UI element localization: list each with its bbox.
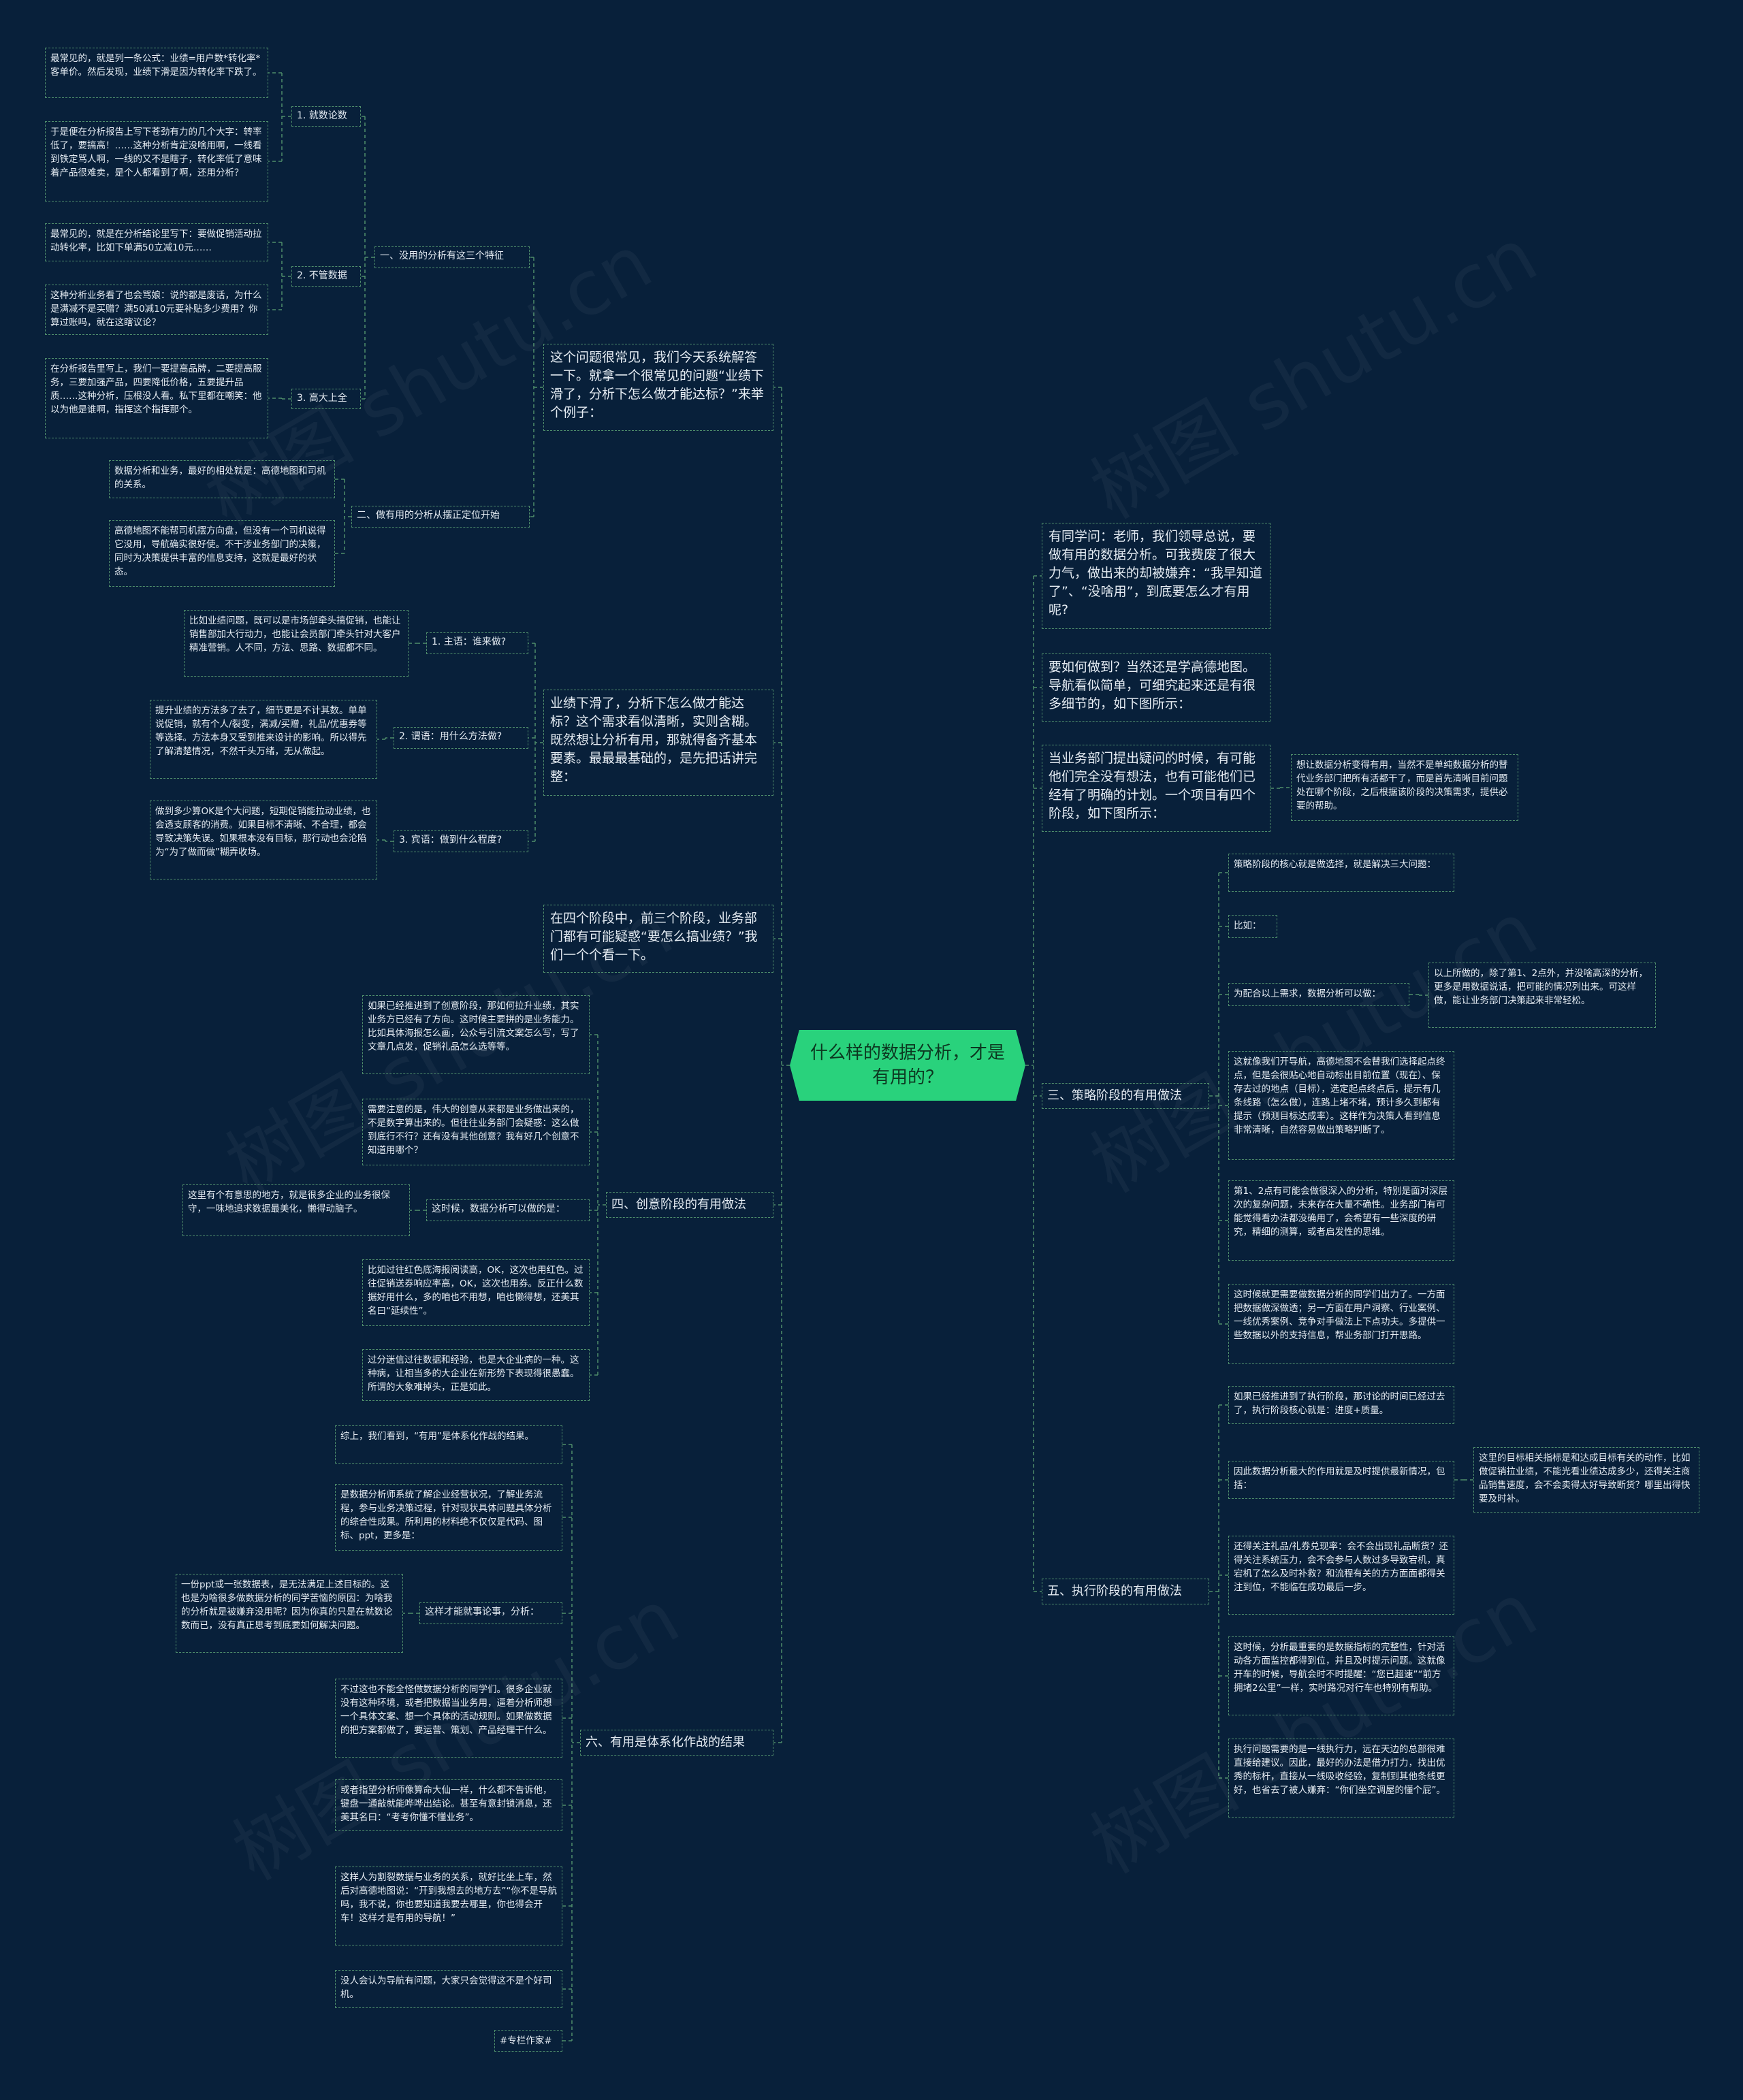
leaf-note: 一份ppt或一张数据表，是无法满足上述目标的。这也是为啥很多做数据分析的同学苦恼… bbox=[176, 1574, 403, 1653]
leaf-note: 这种分析业务看了也会骂娘：说的都是废话，为什么是满减不是买赠？满50减10元要补… bbox=[45, 285, 268, 335]
leaf-note: 不过这也不能全怪做数据分析的同学们。很多企业就没有这种环境，或者把数据当业务用，… bbox=[335, 1679, 562, 1758]
leaf-note: 在分析报告里写上，我们一要提高品牌，二要提高服务，三要加强产品，四要降低价格，五… bbox=[45, 358, 268, 438]
hashtag-label: #专栏作家# bbox=[494, 2030, 562, 2052]
leaf-note: 还得关注礼品/礼券兑现率：会不会出现礼品断货？还得关注系统压力，会不会参与人数过… bbox=[1228, 1536, 1454, 1615]
leaf-note: 于是便在分析报告上写下苍劲有力的几个大字：转率低了，要搞高！……这种分析肯定没啥… bbox=[45, 121, 268, 201]
leaf-note: 提升业绩的方法多了去了，细节更是不计其数。单单说促销，就有个人/裂变，满减/买赠… bbox=[150, 700, 377, 779]
leaf-note: 如果已经推进到了创意阶段，那如何拉升业绩，其实业务方已经有了方向。这时候主要拼的… bbox=[362, 995, 590, 1074]
leaf-note: 想让数据分析变得有用，当然不是单纯数据分析的替代业务部门把所有活都干了，而是首先… bbox=[1291, 754, 1518, 821]
leaf-note: 需要注意的是，伟大的创意从来都是业务做出来的，不是数字算出来的。但往往业务部门会… bbox=[362, 1099, 590, 1165]
leaf-note: 是数据分析师系统了解企业经营状况，了解业务流程，参与业务决策过程，针对现状具体问… bbox=[335, 1484, 562, 1551]
leaf-note: 过分迷信过往数据和经验，也是大企业病的一种。这种病，让相当多的大企业在新形势下表… bbox=[362, 1349, 590, 1401]
leaf-note: 综上，我们看到，“有用”是体系化作战的结果。 bbox=[335, 1425, 562, 1464]
leaf-note: 最常见的，就是列一条公式：业绩=用户数*转化率*客单价。然后发现，业绩下滑是因为… bbox=[45, 48, 268, 98]
branch-student-question[interactable]: 有同学问：老师，我们领导总说，要做有用的数据分析。可我费废了很大力气，做出来的却… bbox=[1042, 523, 1270, 629]
leaf-note: 执行问题需要的是一线执行力，远在天边的总部很难直接给建议。因此，最好的办法是借力… bbox=[1228, 1739, 1454, 1818]
leaf-note: 数据分析和业务，最好的相处就是：高德地图和司机的关系。 bbox=[109, 460, 335, 498]
leaf-note: 以上所做的，除了第1、2点外，并没啥高深的分析，更多是用数据说话，把可能的情况列… bbox=[1428, 963, 1656, 1028]
branch-four-stages[interactable]: 在四个阶段中，前三个阶段，业务部门都有可能疑惑“要怎么搞业绩？”我们一个个看一下… bbox=[543, 905, 773, 973]
element-degree[interactable]: 3. 宾语：做到什么程度? bbox=[394, 830, 528, 852]
root-topic[interactable]: 什么样的数据分析，才是有用的？ bbox=[790, 1030, 1025, 1101]
leaf-note: 这时候就更需要做数据分析的同学们出力了。一方面把数据做深做透；另一方面在用户洞察… bbox=[1228, 1284, 1454, 1364]
element-method[interactable]: 2. 谓语：用什么方法做? bbox=[394, 727, 528, 749]
leaf-note: 这里的目标相关指标是和达成目标有关的动作，比如做促销拉业绩，不能光看业绩达成多少… bbox=[1473, 1447, 1699, 1513]
branch-creative-stage[interactable]: 四、创意阶段的有用做法 bbox=[606, 1192, 773, 1218]
branch-project-stages[interactable]: 当业务部门提出疑问的时候，有可能他们完全没有想法，也有可能他们已经有了明确的计划… bbox=[1042, 745, 1270, 832]
branch-complete-requirement[interactable]: 业绩下滑了，分析下怎么做才能达标？这个需求看似清晰，实则含糊。既然想让分析有用，… bbox=[543, 690, 773, 796]
topic-case-by-case[interactable]: 这样才能就事论事，分析： bbox=[419, 1602, 562, 1624]
branch-intro-question[interactable]: 这个问题很常见，我们今天系统解答一下。就拿一个很常见的问题“业绩下滑了，分析下怎… bbox=[543, 344, 773, 431]
leaf-note: 策略阶段的核心就是做选择，就是解决三大问题： bbox=[1228, 854, 1454, 892]
trait-grandiose[interactable]: 3. 高大上全 bbox=[291, 389, 361, 409]
trait-numbers-only[interactable]: 1. 就数论数 bbox=[291, 106, 361, 127]
leaf-note: 为配合以上需求，数据分析可以做： bbox=[1228, 983, 1409, 1006]
branch-systematic-result[interactable]: 六、有用是体系化作战的结果 bbox=[580, 1730, 773, 1756]
leaf-note: 做到多少算OK是个大问题，短期促销能拉动业绩，也会透支顾客的消费。如果目标不清晰… bbox=[150, 801, 377, 879]
leaf-note: 高德地图不能帮司机摆方向盘，但没有一个司机说得它没用，导航确实很好使。不干涉业务… bbox=[109, 520, 335, 587]
leaf-note: 这样人为割裂数据与业务的关系，就好比坐上车，然后对高德地图说：“开到我想去的地方… bbox=[335, 1867, 562, 1945]
topic-useless-analysis-traits[interactable]: 一、没用的分析有这三个特征 bbox=[374, 246, 530, 268]
element-subject[interactable]: 1. 主语：谁来做? bbox=[426, 632, 528, 654]
leaf-note: 如果已经推进到了执行阶段，那讨论的时间已经过去了，执行阶段核心就是：进度+质量。 bbox=[1228, 1386, 1454, 1424]
leaf-note: 没人会认为导航有问题，大家只会觉得这不是个好司机。 bbox=[335, 1970, 562, 2008]
leaf-note: 这就像我们开导航，高德地图不会替我们选择起点终点，但是会很贴心地自动标出目前位置… bbox=[1228, 1051, 1454, 1160]
leaf-note: 第1、2点有可能会做很深入的分析，特别是面对深层次的复杂问题，未来存在大量不确性… bbox=[1228, 1180, 1454, 1261]
topic-what-analysis-can-do[interactable]: 这时候，数据分析可以做的是： bbox=[426, 1199, 590, 1221]
leaf-note: 或者指望分析师像算命大仙一样，什么都不告诉他，键盘一通敲就能哗哗出结论。甚至有意… bbox=[335, 1779, 562, 1831]
leaf-note: 这时候，分析最重要的是数据指标的完整性，针对活动各方面监控都得到位，并且及时提示… bbox=[1228, 1636, 1454, 1715]
leaf-note: 因此数据分析最大的作用就是及时提供最新情况，包括： bbox=[1228, 1461, 1454, 1499]
leaf-note: 比如过往红色底海报阅读高，OK，这次也用红色。过往促销送券响应率高，OK，这次也… bbox=[362, 1259, 590, 1326]
branch-learn-navigation[interactable]: 要如何做到？当然还是学高德地图。导航看似简单，可细究起来还是有很多细节的，如下图… bbox=[1042, 653, 1270, 722]
leaf-note: 比如： bbox=[1228, 915, 1277, 938]
leaf-note: 最常见的，就是在分析结论里写下：要做促销活动拉动转化率，比如下单满50立减10元… bbox=[45, 223, 268, 261]
topic-positioning[interactable]: 二、做有用的分析从摆正定位开始 bbox=[351, 506, 530, 528]
leaf-note: 比如业绩问题，既可以是市场部牵头搞促销，也能让销售部加大行动力，也能让会员部门牵… bbox=[184, 610, 409, 677]
trait-ignore-data[interactable]: 2. 不管数据 bbox=[291, 266, 361, 287]
branch-strategy-stage[interactable]: 三、策略阶段的有用做法 bbox=[1042, 1083, 1209, 1109]
leaf-note: 这里有个有意思的地方，就是很多企业的业务很保守，一味地追求数据最美化，懒得动脑子… bbox=[182, 1184, 410, 1236]
branch-execution-stage[interactable]: 五、执行阶段的有用做法 bbox=[1042, 1579, 1209, 1604]
